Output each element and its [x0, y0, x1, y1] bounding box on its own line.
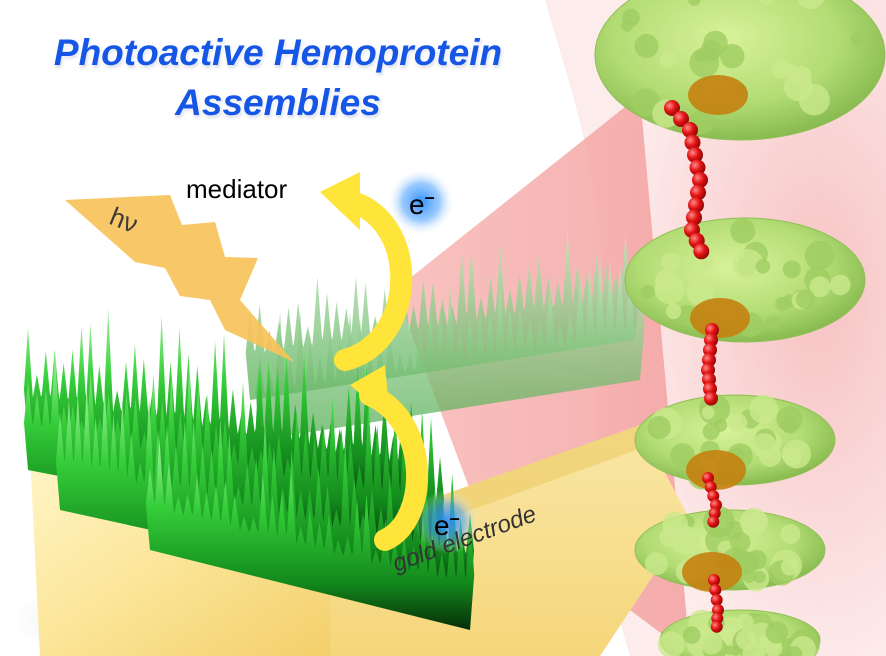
linker-bead — [664, 100, 680, 116]
linker-bead — [704, 481, 717, 493]
electron-label-bottom: e– — [434, 508, 460, 542]
protein-texture — [670, 443, 695, 468]
protein-texture — [751, 433, 777, 458]
protein-texture — [795, 289, 816, 310]
protein-texture — [694, 50, 707, 63]
protein-texture — [730, 531, 751, 553]
protein-texture — [782, 439, 811, 469]
protein-texture — [850, 30, 866, 47]
linker-bead — [693, 243, 710, 260]
linker-bead — [710, 620, 723, 633]
title-line-1: Photoactive Hemoprotein — [53, 32, 503, 73]
electron-symbol: e — [409, 189, 425, 220]
protein-texture — [673, 28, 697, 53]
linker-bead — [688, 197, 704, 213]
heme-cofactor — [686, 450, 746, 490]
protein-texture — [780, 524, 801, 544]
protein-texture — [736, 629, 757, 650]
title-line-2: Assemblies — [175, 82, 381, 123]
linker-bead — [684, 134, 701, 151]
protein-texture — [775, 297, 790, 312]
protein-texture — [829, 274, 851, 296]
protein-texture — [739, 507, 768, 536]
linker-bead — [709, 584, 722, 596]
heme-cofactor — [682, 552, 742, 592]
protein-texture — [661, 252, 681, 272]
protein-texture — [701, 406, 715, 420]
protein-texture — [720, 43, 745, 69]
protein-texture — [736, 613, 754, 631]
protein-texture — [737, 551, 760, 574]
linker-bead — [710, 594, 723, 606]
linker-bead — [682, 122, 698, 138]
protein-texture — [645, 552, 668, 576]
protein-texture — [654, 274, 685, 305]
protein-texture — [730, 218, 756, 244]
linker-bead — [690, 184, 706, 201]
protein-texture — [765, 315, 780, 330]
heme-cofactor — [688, 75, 748, 115]
light-bolt — [65, 195, 294, 362]
electron-glow-bottom — [415, 490, 479, 554]
protein-texture — [688, 0, 701, 6]
electron-transfer-arrow-bottom — [350, 365, 429, 551]
protein-assembly-column — [594, 0, 886, 656]
protein-texture — [781, 416, 799, 434]
protein-texture — [665, 303, 682, 319]
linker-bead — [686, 209, 702, 226]
protein-texture — [700, 633, 723, 655]
linker-bead — [689, 159, 706, 176]
linker-bead — [673, 111, 689, 127]
protein-texture — [659, 50, 677, 68]
protein-texture — [772, 59, 792, 79]
protein-texture — [791, 65, 812, 87]
protein-texture — [759, 0, 776, 5]
protein-texture — [682, 626, 701, 644]
protein-texture — [686, 270, 699, 283]
protein-texture — [749, 394, 779, 424]
protein-texture — [634, 33, 659, 59]
protein-texture — [780, 558, 799, 576]
protein-texture — [621, 19, 634, 32]
surface-ridge — [145, 439, 475, 630]
surface-ridge — [24, 352, 444, 550]
protein-texture — [785, 646, 803, 656]
electron-charge: – — [424, 187, 435, 207]
linker-bead — [692, 172, 708, 188]
protein-texture — [640, 285, 655, 300]
protein-texture — [703, 30, 728, 56]
protein-texture — [765, 621, 788, 644]
protein-texture — [782, 260, 801, 279]
mediator-label: mediator — [186, 174, 288, 204]
protein-texture — [732, 249, 764, 281]
electron-label-top: e– — [409, 187, 435, 221]
electron-symbol: e — [434, 510, 450, 541]
protein-texture — [658, 631, 685, 656]
electron-charge: – — [449, 508, 460, 528]
protein-texture — [809, 276, 831, 298]
electron-glow-top — [387, 168, 455, 236]
protein-texture — [804, 240, 835, 271]
protein-texture — [755, 259, 771, 274]
electron-transfer-arrow-top — [320, 172, 413, 371]
protein-film-surface — [24, 308, 475, 630]
protein-texture — [647, 415, 671, 440]
protein-texture — [713, 418, 728, 432]
protein-texture — [728, 413, 748, 433]
linker-bead — [707, 490, 720, 502]
protein-texture — [671, 525, 701, 556]
protein-texture — [797, 0, 825, 9]
linker-bead — [687, 147, 703, 163]
protein-texture — [686, 278, 714, 306]
linker-bead — [708, 574, 720, 586]
linker-bead — [707, 515, 720, 528]
surface-ridge — [255, 258, 645, 440]
heme-cofactor — [690, 298, 750, 338]
protein-texture — [753, 570, 766, 584]
linker-bead — [704, 391, 718, 406]
linker-bead — [702, 472, 714, 484]
